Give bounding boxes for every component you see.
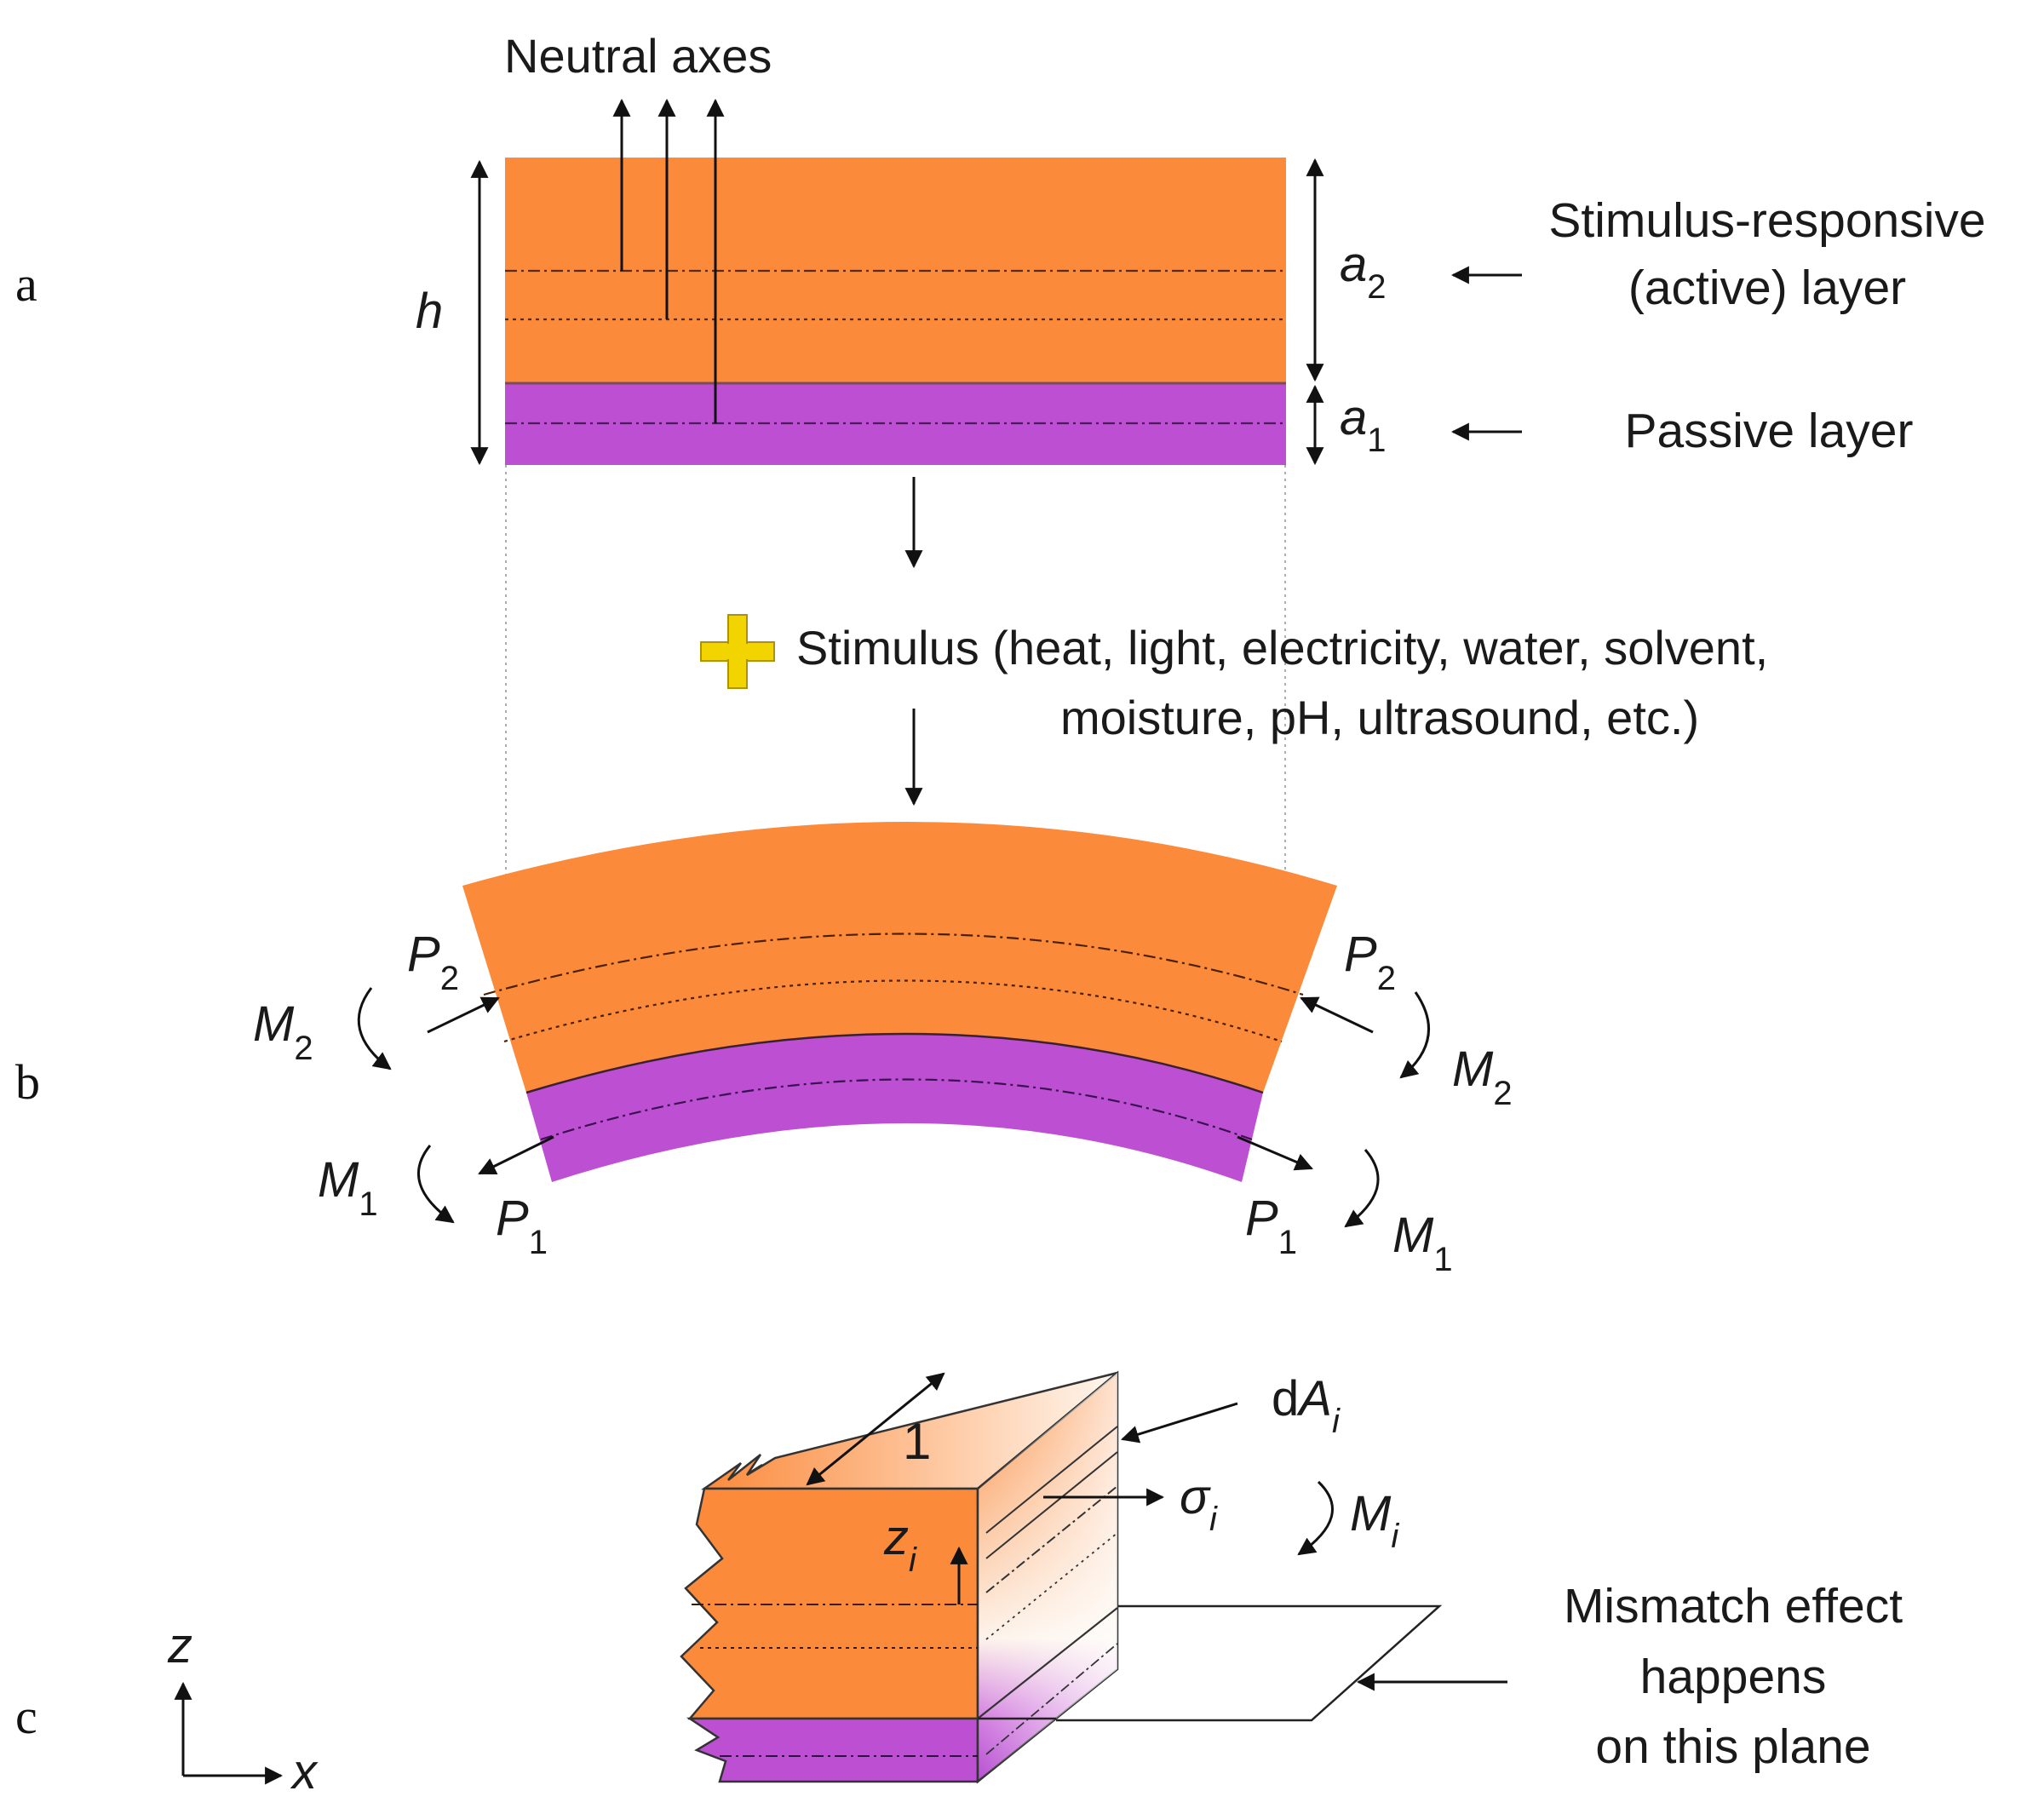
m2-left-label: M2	[253, 996, 313, 1067]
h-label: h	[416, 284, 443, 339]
moment-m2-right-arrow	[1399, 991, 1431, 1079]
mismatch-label-line1: Mismatch effect	[1564, 1579, 1903, 1633]
active-layer-label-line2: (active) layer	[1628, 261, 1906, 315]
panel-label-a: a	[15, 256, 37, 312]
p2-right-label: P2	[1344, 927, 1396, 997]
active-layer-label-line1: Stimulus-responsive	[1548, 193, 1985, 248]
bent-active-layer	[462, 822, 1337, 1093]
force-p1-right-arrow	[1237, 1135, 1313, 1171]
panel-label-b: b	[15, 1054, 40, 1110]
force-p1-left-arrow	[478, 1135, 554, 1175]
block-front-face-passive	[686, 1717, 979, 1783]
axis-x-label: x	[290, 1744, 319, 1799]
p1-left-label: P1	[496, 1191, 548, 1261]
a1-label: a1	[1340, 390, 1387, 459]
moment-m1-left-arrow	[417, 1145, 455, 1224]
sigma-label: σi	[1180, 1469, 1218, 1538]
force-p2-left-arrow	[427, 996, 500, 1034]
stimulus-label-line2: moisture, pH, ultrasound, etc.)	[1060, 691, 1699, 744]
p2-left-label: P2	[407, 927, 459, 997]
bent-passive-layer	[526, 1034, 1263, 1182]
panel-c: 1 dAi σi Mi zi Mismatch effect happens o…	[167, 1370, 1903, 1799]
mismatch-label-line3: on this plane	[1595, 1719, 1870, 1774]
neutral-axes-label: Neutral axes	[504, 29, 772, 83]
unit-width-label: 1	[903, 1413, 931, 1470]
stimulus-step: Stimulus (heat, light, electricity, wate…	[700, 477, 1768, 806]
stimulus-plus-icon	[700, 614, 775, 689]
coordinate-axes: z x	[167, 1618, 319, 1799]
mi-label: Mi	[1350, 1486, 1399, 1555]
panel-a: Neutral axes h a2 a1 Stimulus-responsive…	[416, 29, 1986, 893]
m2-right-label: M2	[1452, 1042, 1513, 1112]
zi-label: zi	[883, 1510, 917, 1579]
moment-m2-left-arrow	[357, 987, 392, 1070]
moment-mi-arrow	[1297, 1480, 1334, 1556]
a2-label: a2	[1340, 237, 1387, 306]
da-label: dAi	[1272, 1371, 1341, 1440]
passive-layer-label: Passive layer	[1625, 404, 1914, 458]
panel-b: P2 P2 M2 M2 M1 P1 P1 M1	[253, 822, 1513, 1278]
m1-right-label: M1	[1392, 1208, 1453, 1278]
m1-left-label: M1	[318, 1152, 378, 1223]
bent-neutral-axis-1	[483, 933, 1304, 996]
panel-label-c: c	[15, 1689, 37, 1744]
p1-right-label: P1	[1245, 1191, 1297, 1261]
mismatch-label-line2: happens	[1640, 1650, 1827, 1704]
unit-width-arrow	[806, 1372, 945, 1486]
moment-m1-right-arrow	[1344, 1149, 1380, 1228]
force-p2-right-arrow	[1300, 996, 1374, 1034]
stimulus-label-line1: Stimulus (heat, light, electricity, wate…	[796, 621, 1768, 674]
mismatch-plane	[1056, 1604, 1443, 1722]
axis-z-label: z	[167, 1618, 192, 1673]
bent-neutral-axis-3	[540, 1078, 1253, 1141]
